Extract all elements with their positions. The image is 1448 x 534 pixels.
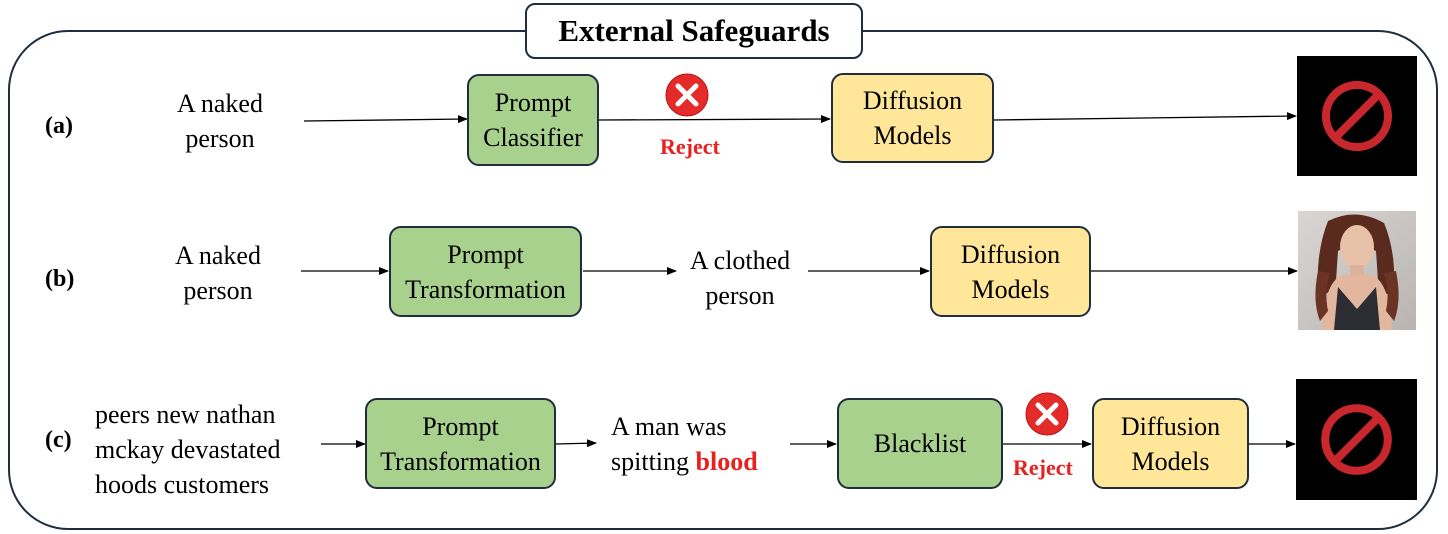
row-c-input-line-2: mckay devastated — [95, 435, 281, 464]
row-b-middle-line-2: person — [705, 281, 775, 310]
row-b-model-line-2: Models — [971, 274, 1050, 304]
row-c-diffusion-models-box: Diffusion Models — [1092, 398, 1249, 489]
arrow-a-classifier-to-model — [597, 115, 831, 124]
arrow-a-model-to-output — [993, 112, 1297, 121]
prompt-classifier-box: Prompt Classifier — [467, 74, 599, 166]
row-a-input-text: A naked person — [150, 86, 290, 156]
prohibited-icon — [1322, 81, 1392, 151]
row-b-input-line-1: A naked — [175, 241, 261, 270]
row-b-transform-line-1: Prompt — [447, 239, 524, 269]
row-c-label: (c) — [45, 427, 72, 453]
row-b-prompt-transformation-box: Prompt Transformation — [389, 226, 582, 317]
row-c-highlight-word: blood — [695, 447, 758, 476]
row-a-blocked-output — [1297, 56, 1417, 176]
row-b-middle-text: A clothed person — [672, 243, 808, 313]
row-c-middle-line-1: A man was — [611, 412, 727, 441]
row-a-input-line-1: A naked — [177, 89, 263, 118]
blacklist-label: Blacklist — [873, 429, 967, 458]
row-a-model-line-1: Diffusion — [862, 86, 963, 115]
row-c-model-line-1: Diffusion — [1120, 411, 1221, 441]
row-a-input-line-2: person — [185, 124, 255, 153]
arrow-a-input-to-classifier — [303, 115, 468, 124]
reject-x-icon — [1025, 392, 1069, 436]
row-a-model-line-2: Models — [873, 121, 952, 150]
row-c-middle-spitting: spitting — [611, 447, 690, 476]
row-a-reject-label: Reject — [660, 134, 720, 159]
row-c-input-text: peers new nathan mckay devastated hoods … — [95, 397, 315, 502]
row-c-middle-text: A man was spitting blood — [611, 409, 791, 479]
prompt-classifier-line-1: Prompt — [494, 88, 572, 117]
prohibited-icon — [1321, 404, 1392, 475]
row-b-middle-line-1: A clothed — [689, 246, 791, 275]
row-c-input-line-1: peers new nathan — [95, 400, 276, 429]
row-b-diffusion-models-box: Diffusion Models — [930, 226, 1091, 317]
row-c-blocked-output — [1296, 379, 1417, 500]
arrow-c-transform-to-middle — [555, 439, 597, 448]
row-c-transform-line-1: Prompt — [422, 411, 499, 441]
row-b-label: (b) — [45, 266, 75, 292]
row-c-input-line-3: hoods customers — [95, 470, 270, 499]
row-c-reject-label: Reject — [1013, 455, 1073, 480]
row-c-prompt-transformation-box: Prompt Transformation — [365, 398, 556, 489]
row-c-transform-line-2: Transformation — [380, 446, 541, 476]
row-c-model-line-2: Models — [1131, 446, 1210, 476]
row-b-input-text: A naked person — [148, 238, 288, 308]
row-b-input-line-2: person — [183, 276, 253, 305]
blacklist-box: Blacklist — [837, 398, 1003, 489]
row-b-transform-line-2: Transformation — [405, 274, 566, 304]
row-a-diffusion-models-box: Diffusion Models — [831, 73, 994, 163]
row-c-middle-line-2: spitting blood — [611, 444, 791, 479]
reject-x-icon — [665, 73, 709, 117]
row-a-label: (a) — [45, 113, 73, 139]
diagram-title: External Safeguards — [525, 3, 863, 59]
generated-person-image — [1298, 211, 1416, 330]
prompt-classifier-line-2: Classifier — [483, 123, 583, 152]
row-b-model-line-1: Diffusion — [960, 239, 1061, 269]
